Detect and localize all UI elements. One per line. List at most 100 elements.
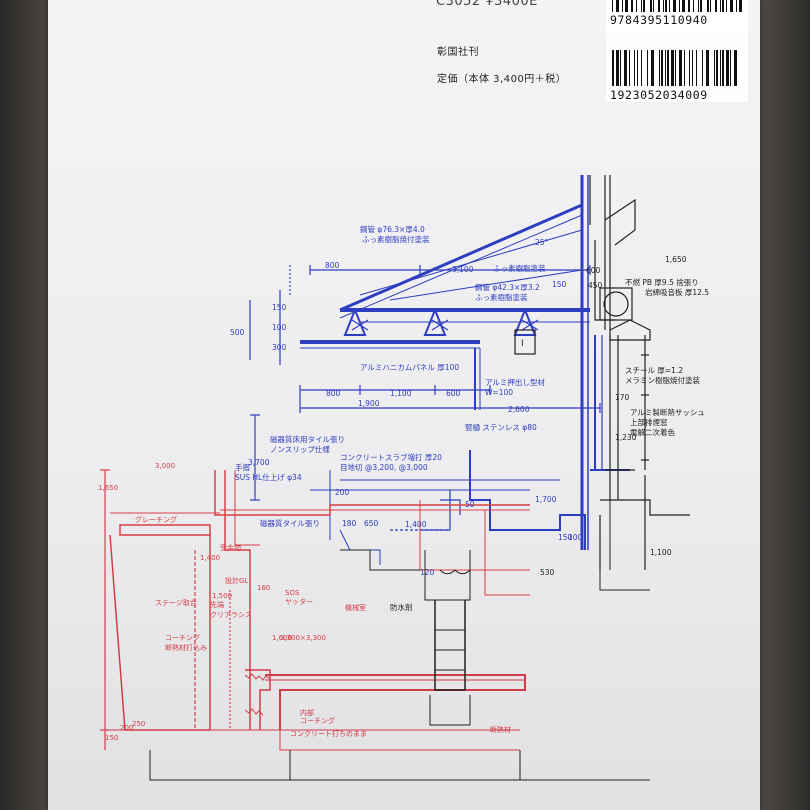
barcode-bar bbox=[682, 0, 685, 12]
dim-150: 150 bbox=[552, 280, 567, 289]
barcode-bar bbox=[720, 50, 721, 86]
dim-2600: 2,600 bbox=[508, 405, 530, 414]
jan-number: 1923052034009 bbox=[610, 88, 708, 102]
barcode-bar bbox=[641, 0, 642, 12]
barcode-bar bbox=[739, 0, 742, 12]
label-coating2: 断熱材打込み bbox=[165, 643, 207, 652]
isbn-barcode bbox=[612, 0, 742, 12]
label-stage: ステージ取合 bbox=[155, 598, 197, 607]
barcode-bar bbox=[624, 50, 627, 86]
label-pipe2: 鋼管 φ42.3×厚3.2 bbox=[475, 282, 540, 292]
dim-1700: 1,700 bbox=[535, 495, 557, 504]
label-rail2: SUS HL仕上げ φ34 bbox=[235, 472, 302, 482]
barcode-bar bbox=[637, 50, 638, 86]
barcode-panel bbox=[606, 0, 748, 102]
dim-1100: 1,100 bbox=[390, 389, 412, 398]
label-rail: 手摺 bbox=[235, 462, 250, 472]
barcode-bar bbox=[616, 0, 619, 12]
isbn-number: 9784395110940 bbox=[610, 13, 708, 27]
black-layer bbox=[149, 500, 650, 781]
dim-200: 200 bbox=[335, 488, 350, 497]
barcode-bar bbox=[671, 50, 674, 86]
dim-200-red: 200 bbox=[120, 724, 133, 732]
dim-3700: 3,700 bbox=[248, 458, 270, 467]
label-w100: W=100 bbox=[485, 388, 513, 397]
label-keeper: 受金物 bbox=[220, 543, 241, 552]
dim-530: 530 bbox=[540, 568, 555, 577]
barcode-bar bbox=[650, 0, 652, 12]
book-code: C3052 ¥3400E bbox=[436, 0, 538, 9]
dim-150c: 150 bbox=[558, 533, 573, 542]
barcode-bar bbox=[665, 0, 667, 12]
barcode-bar bbox=[612, 50, 614, 86]
dim-1900: 1,900 bbox=[358, 399, 380, 408]
barcode-bar bbox=[643, 0, 645, 12]
barcode-bar bbox=[710, 0, 711, 12]
dim-1600: 1,600 bbox=[272, 634, 292, 642]
label-insul: 断熱材 bbox=[490, 725, 511, 734]
barcode-bar bbox=[653, 0, 654, 12]
label-glass: 先端 bbox=[210, 600, 224, 609]
barcode-bar bbox=[707, 0, 709, 12]
barcode-bar bbox=[659, 50, 660, 86]
barcode-bar bbox=[622, 0, 623, 12]
barcode-bar bbox=[696, 50, 697, 86]
barcode-bar bbox=[620, 50, 621, 86]
jan-barcode bbox=[612, 50, 737, 86]
barcode-bar bbox=[616, 50, 619, 86]
dim-1650-red: 1,650 bbox=[98, 484, 118, 492]
barcode-bar bbox=[720, 0, 721, 12]
label-steel2: メラミン樹脂焼付塗装 bbox=[625, 375, 700, 385]
price: 定価（本体 3,400円＋税） bbox=[437, 74, 567, 85]
barcode-bar bbox=[693, 0, 694, 12]
barcode-bar bbox=[716, 50, 718, 86]
blue-layer: I bbox=[249, 175, 690, 570]
barcode-bar bbox=[629, 50, 630, 86]
dim-50: 50 bbox=[465, 500, 475, 509]
dim-250-red: 250 bbox=[132, 720, 145, 728]
barcode-bar bbox=[673, 0, 676, 12]
label-alum: アルミ押出し型材 bbox=[485, 377, 545, 387]
label-sos2: ヤッター bbox=[285, 597, 313, 606]
barcode-bar bbox=[698, 0, 699, 12]
dim-800b: 800 bbox=[326, 389, 341, 398]
label-drain: 防水剤 bbox=[390, 602, 413, 612]
background-left bbox=[0, 0, 50, 810]
barcode-bar bbox=[651, 50, 654, 86]
dim-1230: 1,230 bbox=[615, 433, 637, 442]
dim-160-red: 160 bbox=[257, 584, 270, 592]
barcode-bar bbox=[715, 0, 717, 12]
dim-170: 170 bbox=[615, 393, 630, 402]
dim-1100b: 1,100 bbox=[650, 548, 672, 557]
barcode-bar bbox=[722, 50, 724, 86]
barcode-bar bbox=[700, 0, 702, 12]
label-pipe2b: ふっ素樹脂塗装 bbox=[475, 292, 528, 302]
label-tile: 磁器質床用タイル張り bbox=[270, 434, 345, 444]
label-gl: 設計GL bbox=[225, 576, 248, 585]
label-pb: 不燃 PB 厚9.5 捨張り bbox=[625, 277, 699, 287]
label-angle: 25° bbox=[535, 238, 549, 247]
barcode-bar bbox=[736, 0, 737, 12]
barcode-bar bbox=[722, 0, 724, 12]
dim-1400-red: 1,400 bbox=[200, 554, 220, 562]
dim-1500: 1,500 bbox=[212, 592, 232, 600]
label-tile3: 磁器質タイル張り bbox=[260, 518, 320, 528]
barcode-bar bbox=[669, 0, 670, 12]
barcode-bar bbox=[684, 50, 685, 86]
barcode-bar bbox=[730, 0, 733, 12]
dim-3100: 3,100 bbox=[452, 265, 474, 274]
red-annotations: グレーチング 3,000 1,650 受金物 設計GL ステージ取合 先端 クリ… bbox=[98, 462, 511, 742]
label-sash3: 電解二次着色 bbox=[630, 427, 675, 437]
background-right bbox=[760, 0, 810, 810]
barcode-bar bbox=[726, 0, 727, 12]
barcode-bar bbox=[730, 50, 731, 86]
blue-annotations: 鋼管 φ76.3×厚4.0 ふっ素樹脂焼付塗装 ふっ素樹脂塗装 鋼管 φ42.3… bbox=[230, 224, 709, 612]
label-gutter: 竪樋 ステンレス φ80 bbox=[465, 422, 537, 432]
dim-800: 800 bbox=[325, 261, 340, 270]
barcode-bar bbox=[612, 0, 613, 12]
barcode-bar bbox=[702, 50, 703, 86]
label-sos: SOS bbox=[285, 589, 300, 597]
dim-3300-red: 3,300×3,300 bbox=[280, 634, 326, 642]
label-pb2: 岩綿吸音板 厚12.5 bbox=[645, 287, 709, 297]
dim-600b: 600 bbox=[446, 389, 461, 398]
